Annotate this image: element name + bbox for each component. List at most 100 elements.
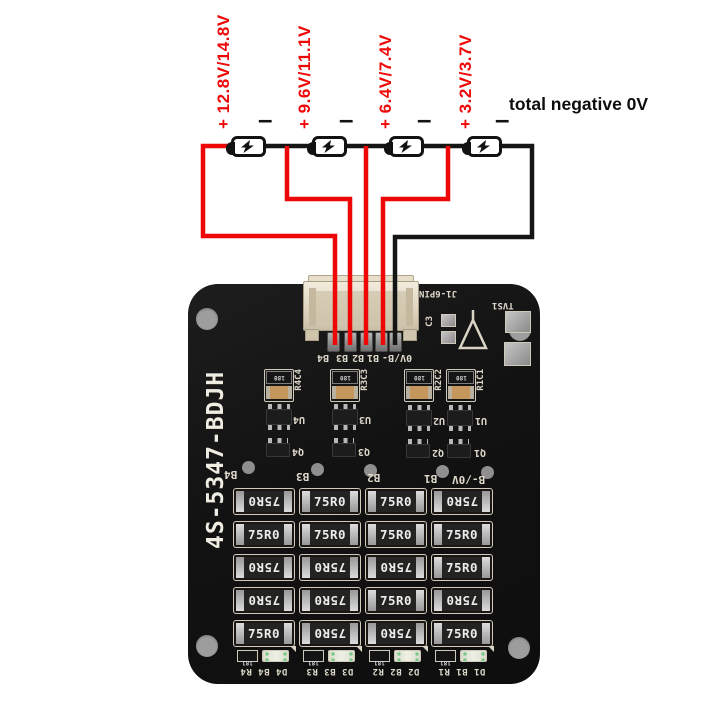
led-indicator-group: 181 — [435, 646, 494, 666]
mounting-hole — [196, 308, 218, 330]
test-point — [364, 464, 377, 477]
battery-positive-terminal — [384, 142, 393, 155]
pin-label: 0V/B- — [382, 352, 413, 363]
ic-label: U3 — [359, 414, 372, 425]
bank-label: B3 — [296, 470, 310, 483]
cell4-voltage-label: + 12.8V/14.8V — [214, 14, 233, 129]
resistor-chip: 181 — [237, 650, 258, 666]
minus-terminal-label: – — [258, 104, 273, 134]
battery-cell-icon — [462, 136, 502, 157]
balance-resistor: 75R0 — [299, 620, 361, 647]
balance-ic — [266, 404, 292, 430]
lightning-bolt-icon — [322, 140, 335, 153]
mosfet-label: Q1 — [474, 447, 487, 458]
battery-cell-icon — [307, 136, 347, 157]
balance-resistor: 75R0 — [365, 587, 427, 614]
resistor-chip: 180 — [266, 371, 292, 384]
diode-symbol-icon — [458, 310, 488, 350]
test-point — [481, 466, 494, 479]
balance-resistor: 75R0 — [299, 554, 361, 581]
resistor-chip: 180 — [406, 371, 432, 384]
bank-label: B1 — [424, 472, 438, 485]
mounting-hole — [196, 635, 218, 657]
resistor-chip: 181 — [303, 650, 324, 666]
jst-connector-lug — [305, 329, 319, 341]
polarity-arrow-icon — [422, 646, 428, 652]
balance-ic — [447, 405, 473, 431]
bank-label: B2 — [367, 471, 381, 484]
balance-resistor: 75R0 — [233, 554, 295, 581]
mosfet — [266, 438, 290, 457]
balance-resistor: 75R0 — [431, 587, 493, 614]
led-group-label: D4 B4 R4 — [240, 666, 288, 676]
led-group-label: D2 B2 R2 — [372, 666, 420, 676]
battery-positive-terminal — [462, 142, 471, 155]
pin-label: B2 — [352, 352, 365, 363]
battery-cell-icon — [226, 136, 266, 157]
ic-label: U1 — [475, 415, 488, 426]
led-indicator-group: 181 — [237, 646, 296, 666]
polarity-arrow-icon — [488, 646, 494, 652]
connector-pin — [375, 332, 388, 352]
balance-resistor: 75R0 — [233, 587, 295, 614]
mosfet-label: Q3 — [358, 446, 371, 457]
balance-resistor: 75R0 — [365, 620, 427, 647]
test-point — [311, 463, 324, 476]
lightning-bolt-icon — [399, 140, 412, 153]
jst-connector-slot — [312, 291, 410, 322]
led-indicator-group: 181 — [369, 646, 428, 666]
cell1-voltage-label: + 3.2V/3.7V — [456, 34, 475, 129]
cell2-voltage-label: + 6.4V/7.4V — [376, 34, 395, 129]
led — [328, 650, 355, 662]
board-part-number: 4S-5347-BDJH — [203, 370, 229, 549]
test-point — [242, 461, 255, 474]
battery-positive-terminal — [307, 142, 316, 155]
total-negative-label: total negative 0V — [509, 94, 649, 114]
bank-label: B-/0V — [452, 473, 486, 486]
cell3-voltage-label: + 9.6V/11.1V — [295, 25, 314, 129]
polarity-arrow-icon — [290, 646, 296, 652]
tvs-label: TVS1 — [492, 300, 514, 310]
balance-resistor: 75R0 — [365, 488, 427, 515]
balance-resistor: 75R0 — [299, 587, 361, 614]
connector-ref-label: J1-6PIN — [419, 288, 457, 298]
resistor-chip: 180 — [448, 371, 474, 384]
balance-resistor: 75R0 — [431, 488, 493, 515]
ic-label: U4 — [293, 414, 306, 425]
mosfet — [447, 439, 471, 458]
lightning-bolt-icon — [477, 140, 490, 153]
minus-terminal-label: – — [495, 104, 510, 134]
led-group-label: D1 B1 R1 — [438, 666, 486, 676]
balance-ic — [332, 404, 358, 430]
balance-resistor: 75R0 — [299, 521, 361, 548]
led — [394, 650, 421, 662]
balance-resistor: 75R0 — [233, 620, 295, 647]
led-indicator-group: 181 — [303, 646, 362, 666]
balance-resistor: 75R0 — [365, 554, 427, 581]
resistor-chip: 181 — [435, 650, 456, 666]
balance-resistor: 75R0 — [365, 521, 427, 548]
connector-pin — [327, 332, 340, 352]
minus-terminal-label: – — [417, 104, 432, 134]
led-group-label: D3 B3 R3 — [306, 666, 354, 676]
rc-pair: 180 — [446, 369, 476, 402]
balance-resistor: 75R0 — [299, 488, 361, 515]
capacitor-chip — [266, 386, 292, 399]
resistor-chip: 181 — [369, 650, 390, 666]
led — [460, 650, 487, 662]
pin-label: B1 — [367, 352, 380, 363]
lightning-bolt-icon — [241, 140, 254, 153]
rc-pair-label: R2C2 — [434, 369, 444, 391]
battery-cell-icon — [384, 136, 424, 157]
minus-terminal-label: – — [339, 104, 354, 134]
mosfet — [406, 439, 430, 458]
balance-resistor: 75R0 — [431, 521, 493, 548]
battery-positive-terminal — [226, 142, 235, 155]
mosfet-label: Q4 — [292, 446, 305, 457]
balance-resistor: 75R0 — [431, 620, 493, 647]
jst-connector-wall — [309, 288, 316, 326]
test-point — [436, 465, 449, 478]
balance-resistor-grid: 75R0 75R0 75R0 75R0 75R0 75R0 75R0 75R0 … — [233, 488, 493, 647]
connector-pin — [344, 332, 357, 352]
